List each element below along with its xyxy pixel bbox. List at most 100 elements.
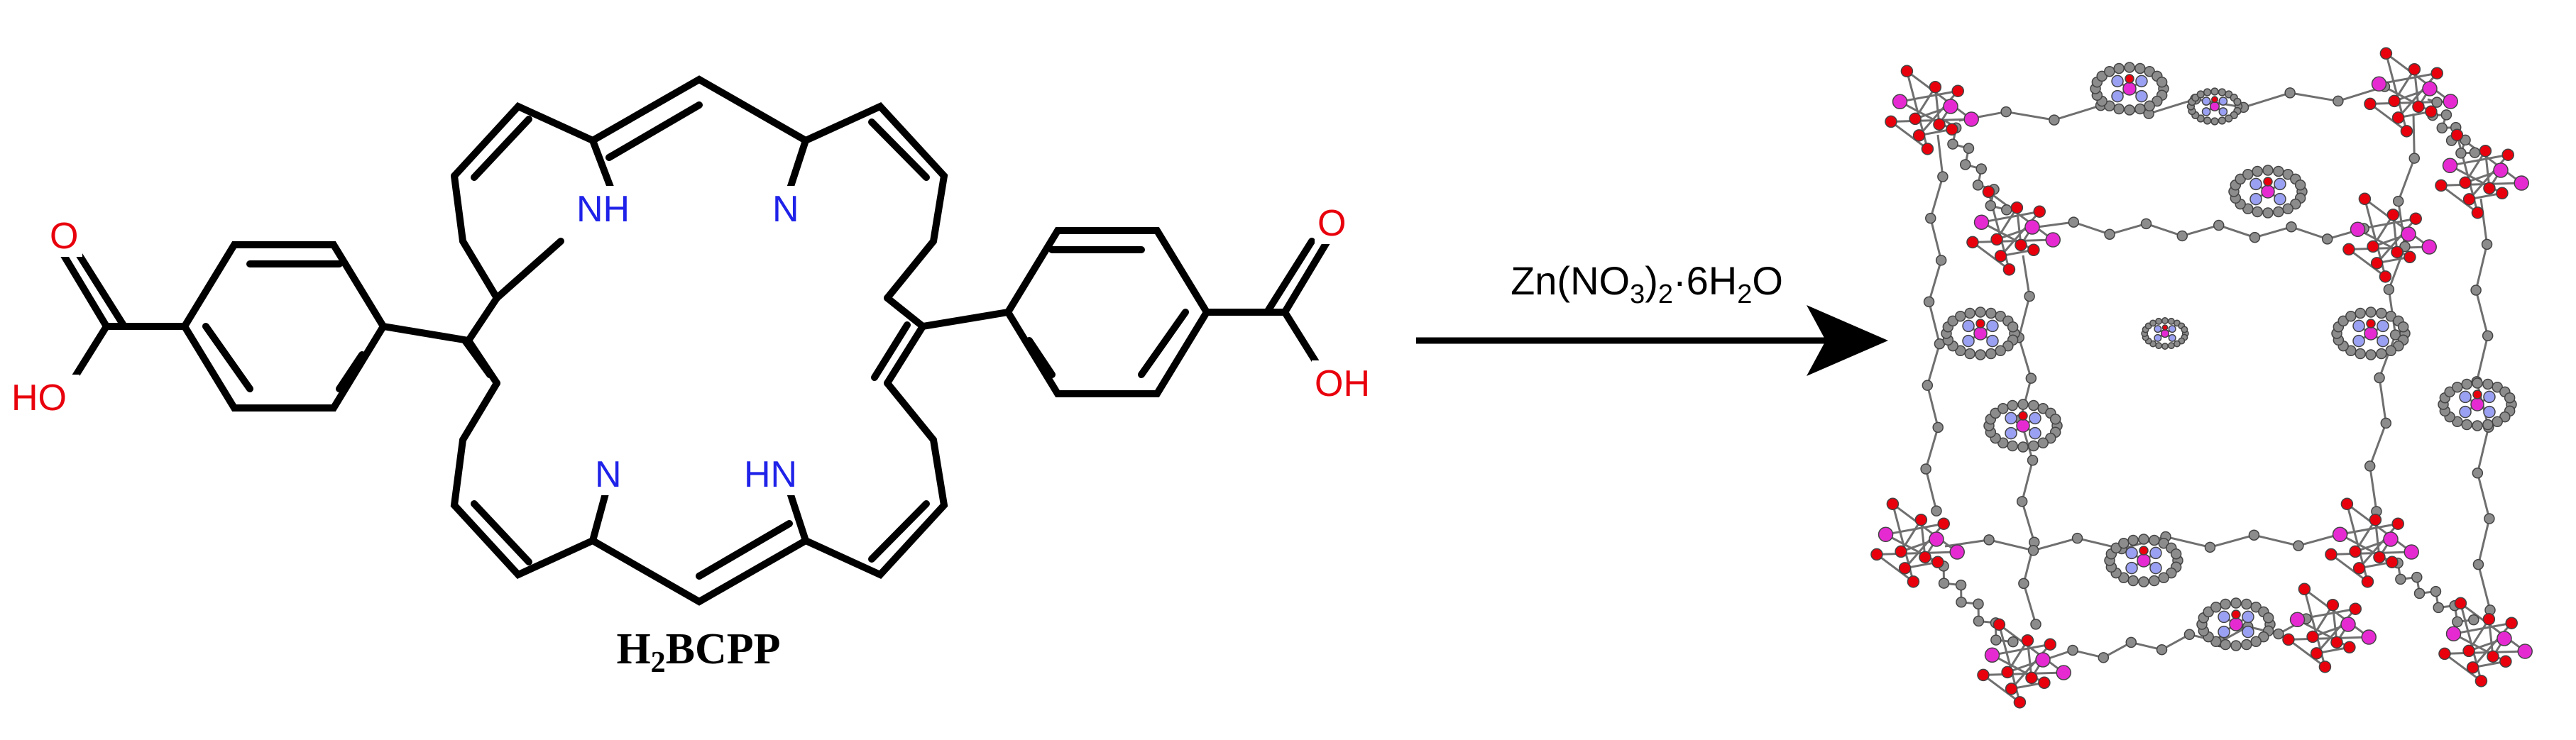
mof-carbon-atom bbox=[1975, 307, 1986, 318]
mof-bond bbox=[1918, 90, 1959, 136]
mof-bond bbox=[1926, 385, 1939, 428]
mof-carbon-atom bbox=[1975, 349, 1986, 360]
mof-oxygen-atom bbox=[2018, 411, 2028, 421]
mof-carbon-atom bbox=[2030, 619, 2041, 630]
mof-carbon-atom bbox=[2127, 575, 2139, 587]
mof-nitrogen-atom bbox=[2377, 319, 2389, 333]
mof-oxygen-atom bbox=[2408, 62, 2421, 76]
mof-oxygen-atom bbox=[2438, 647, 2451, 661]
mof-oxygen-atom bbox=[2496, 187, 2509, 200]
mof-bond bbox=[2487, 619, 2494, 657]
mof-nitrogen-atom bbox=[2459, 405, 2472, 419]
compound-name: H2BCPP bbox=[616, 625, 780, 679]
mof-bond bbox=[2479, 198, 2489, 245]
mof-carbon-atom bbox=[2436, 122, 2448, 134]
mof-bond bbox=[1924, 426, 1939, 470]
mof-zinc-atom bbox=[2045, 232, 2061, 248]
mof-nitrogen-atom bbox=[1962, 334, 1975, 348]
mof-oxygen-atom bbox=[1966, 236, 1979, 249]
mof-oxygen-atom bbox=[1912, 129, 1926, 142]
mof-zinc-atom bbox=[2137, 553, 2151, 568]
mof-carbon-atom bbox=[2203, 116, 2212, 125]
mof-carbon-atom bbox=[2181, 326, 2188, 333]
mof-oxygen-atom bbox=[2310, 647, 2323, 660]
mof-oxygen-atom bbox=[1993, 618, 2006, 631]
mof-bond bbox=[2146, 222, 2183, 237]
mof-carbon-atom bbox=[2252, 206, 2263, 218]
mof-oxygen-atom bbox=[2002, 263, 2016, 276]
mof-nitrogen-atom bbox=[2111, 74, 2124, 88]
mof-oxygen-atom bbox=[1982, 185, 1995, 199]
mof-nitrogen-atom bbox=[2125, 561, 2138, 575]
mof-carbon-atom bbox=[2134, 62, 2146, 74]
mof-bond bbox=[2254, 226, 2292, 239]
mof-carbon-atom bbox=[2408, 153, 2421, 164]
mof-oxygen-atom bbox=[2263, 177, 2273, 187]
mof-carbon-atom bbox=[2455, 148, 2467, 159]
mof-oxygen-atom bbox=[2161, 324, 2169, 331]
mof-carbon-atom bbox=[2210, 601, 2222, 613]
mof-bond bbox=[1876, 551, 1958, 556]
mof-oxygen-atom bbox=[2479, 144, 2492, 158]
mof-bond bbox=[2005, 111, 2055, 121]
mof-bond bbox=[2330, 553, 2369, 583]
atom-label-n-bottom: N bbox=[595, 454, 622, 495]
mof-carbon-atom bbox=[2203, 88, 2212, 96]
mof-carbon-atom bbox=[2210, 117, 2219, 126]
mof-carbon-atom bbox=[2071, 532, 2083, 544]
mof-carbon-atom bbox=[2374, 372, 2385, 384]
mof-oxygen-atom bbox=[2038, 676, 2051, 690]
mof-oxygen-atom bbox=[1898, 562, 1912, 575]
mof-nitrogen-atom bbox=[1986, 319, 1999, 333]
h2bcpp-structure: NH N N HN O HO O OH H2BCPP bbox=[9, 75, 1383, 679]
mof-carbon-atom bbox=[2007, 636, 2019, 648]
mof-bond bbox=[2033, 537, 2078, 552]
mof-bond bbox=[1919, 519, 1926, 558]
mof-bond bbox=[1926, 343, 1941, 386]
mof-carbon-atom bbox=[2134, 103, 2146, 115]
mof-carbon-atom bbox=[2138, 534, 2149, 545]
mof-zinc-atom bbox=[1973, 214, 1990, 231]
mof-carbon-atom bbox=[2016, 496, 2028, 507]
atom-label-n-top: N bbox=[772, 189, 799, 230]
mof-carbon-atom bbox=[2007, 399, 2018, 412]
mof-carbon-atom bbox=[2156, 644, 2168, 656]
mof-bond bbox=[1924, 468, 1938, 512]
mof-oxygen-atom bbox=[2044, 638, 2056, 651]
mof-bond bbox=[1929, 218, 1943, 261]
mof-carbon-atom bbox=[2183, 629, 2196, 641]
mof-oxygen-atom bbox=[2366, 319, 2376, 328]
mof-oxygen-atom bbox=[2404, 250, 2416, 264]
mof-carbon-atom bbox=[2113, 62, 2125, 74]
mof-carbon-atom bbox=[2027, 454, 2039, 466]
mof-oxygen-atom bbox=[2358, 192, 2372, 206]
mof-carbon-atom bbox=[1923, 296, 1935, 308]
mof-oxygen-atom bbox=[2391, 245, 2404, 259]
mof-carbon-atom bbox=[2000, 106, 2012, 118]
mof-carbon-atom bbox=[2161, 343, 2169, 350]
mof-nitrogen-atom bbox=[2377, 334, 2389, 348]
mof-oxygen-atom bbox=[2342, 243, 2355, 256]
mof-bond bbox=[1934, 87, 1941, 125]
right-benzoic-arm bbox=[919, 227, 1331, 397]
mof-carbon-atom bbox=[2431, 96, 2443, 108]
mof-carbon-atom bbox=[2468, 614, 2479, 626]
mof-carbon-atom bbox=[2252, 165, 2263, 177]
mof-carbon-atom bbox=[2472, 467, 2484, 479]
mof-oxygen-atom bbox=[2298, 582, 2311, 596]
mof-bond bbox=[2369, 103, 2408, 133]
mof-carbon-atom bbox=[2218, 116, 2227, 125]
mof-carbon-atom bbox=[2017, 399, 2029, 410]
mof-bond bbox=[2026, 640, 2033, 678]
mof-oxygen-atom bbox=[2021, 634, 2034, 647]
reaction-arrow: Zn(NO3)2·6H2O bbox=[1416, 258, 1888, 376]
mof-nitrogen-atom bbox=[2149, 561, 2162, 575]
mof-carbon-atom bbox=[2273, 165, 2284, 177]
mof-oxygen-atom bbox=[1909, 112, 1922, 126]
mof-carbon-atom bbox=[2124, 62, 2135, 73]
mof-oxygen-atom bbox=[2471, 206, 2484, 219]
mof-oxygen-atom bbox=[2466, 661, 2479, 674]
mof-carbon-atom bbox=[1964, 348, 1975, 360]
mof-oxygen-atom bbox=[2435, 179, 2448, 192]
